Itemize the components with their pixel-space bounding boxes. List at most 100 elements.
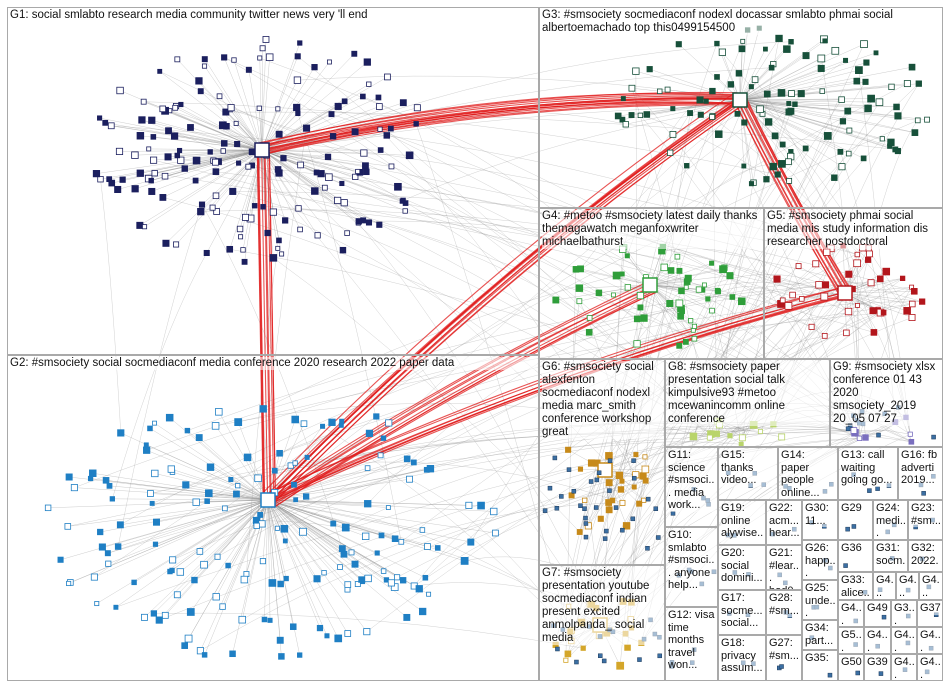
network-node — [192, 177, 199, 184]
network-node — [262, 36, 270, 43]
network-edge — [693, 426, 912, 443]
network-node — [334, 634, 343, 643]
network-node — [808, 323, 815, 330]
network-node — [157, 68, 163, 74]
network-node — [316, 624, 324, 632]
network-edge-red — [265, 287, 648, 504]
network-node — [375, 94, 382, 101]
network-node — [642, 477, 649, 484]
network-node — [339, 180, 345, 187]
network-node — [637, 304, 644, 311]
network-edge — [698, 281, 884, 313]
network-node — [164, 153, 172, 161]
network-node — [341, 98, 348, 105]
network-node — [914, 117, 921, 124]
network-node — [268, 579, 277, 587]
network-node — [254, 474, 262, 483]
network-edge — [739, 62, 867, 101]
network-node — [413, 121, 419, 127]
network-edge — [739, 86, 892, 101]
network-node — [763, 90, 771, 98]
network-node — [131, 151, 139, 159]
network-node — [875, 98, 884, 107]
network-node — [622, 121, 629, 128]
group-label-g32: G32: 2022... — [911, 542, 941, 571]
network-node — [186, 608, 195, 616]
network-node — [378, 532, 385, 539]
network-node — [277, 580, 284, 588]
network-node — [583, 534, 589, 540]
network-edge — [154, 422, 269, 501]
network-node — [387, 579, 395, 587]
group-box-g23: G23: #sm... — [908, 500, 943, 540]
network-node — [817, 64, 825, 72]
network-edge-red — [260, 104, 739, 156]
network-node — [853, 77, 861, 85]
network-node — [241, 258, 248, 265]
network-node — [104, 550, 111, 557]
network-node — [276, 636, 284, 644]
network-edge — [739, 99, 915, 133]
network-node — [738, 434, 746, 442]
network-node — [630, 516, 636, 522]
group-label-g11: G11: science #smsoci... media work... — [668, 449, 716, 512]
network-node — [838, 163, 846, 171]
network-edge-red — [269, 155, 277, 506]
network-node — [846, 127, 853, 134]
network-node — [632, 475, 637, 481]
network-node — [233, 490, 240, 498]
network-node — [903, 80, 911, 88]
network-node — [726, 272, 734, 280]
network-node — [253, 522, 260, 529]
network-edge — [261, 149, 380, 225]
network-node — [619, 499, 626, 506]
network-node — [604, 528, 609, 534]
group-label-g25: G25: unde... — [805, 582, 836, 619]
network-node — [737, 297, 746, 306]
network-node — [264, 229, 271, 237]
network-node — [763, 46, 768, 52]
network-node — [410, 459, 417, 466]
network-node — [788, 39, 794, 45]
network-node — [641, 497, 647, 503]
network-node — [207, 149, 213, 155]
network-node — [817, 54, 826, 63]
group-box-g11: G11: science #smsoci... media work... — [665, 447, 718, 527]
network-node — [212, 158, 219, 166]
network-node — [908, 438, 915, 445]
network-node — [242, 213, 249, 221]
network-edge — [739, 99, 928, 120]
group-label-g6: G6: #smsociety social alexfenton socmedi… — [542, 361, 663, 439]
network-edge — [144, 149, 263, 227]
network-node — [636, 292, 644, 300]
group-box-g24: G24: medi... — [873, 500, 908, 540]
network-node — [229, 187, 237, 195]
network-edge — [200, 489, 622, 651]
network-edge — [225, 111, 896, 150]
group-label-g34: G34: part... — [805, 622, 836, 647]
network-node — [779, 297, 786, 304]
group-label-g27: G27: #sm... — [769, 637, 800, 662]
network-edge — [120, 499, 269, 526]
network-node — [192, 498, 200, 506]
network-node — [915, 80, 922, 87]
group-label-g18: G18: privacy assum... — [721, 637, 764, 675]
network-edge — [631, 99, 741, 116]
network-node — [697, 111, 704, 118]
network-node — [109, 496, 115, 502]
group-box-g38: G3... — [891, 600, 917, 627]
group-label-g17: G17: socme... social... — [721, 592, 766, 630]
network-node — [703, 98, 709, 104]
group-box-g10: G10: smlabto #smsoci... anyone help... — [665, 527, 718, 607]
network-node — [837, 148, 844, 155]
group-box-g37: G37 — [917, 600, 943, 627]
group-label-g1: G1: social smlabto research media commun… — [10, 9, 537, 22]
network-node — [709, 260, 715, 266]
group-label-g2: G2: #smsociety social socmediaconf media… — [10, 357, 537, 370]
network-node — [399, 99, 407, 107]
network-edge — [345, 441, 742, 528]
network-node — [218, 121, 227, 130]
group-box-g1: G1: social smlabto research media commun… — [7, 7, 539, 355]
network-node — [385, 505, 391, 510]
network-node — [176, 568, 185, 576]
